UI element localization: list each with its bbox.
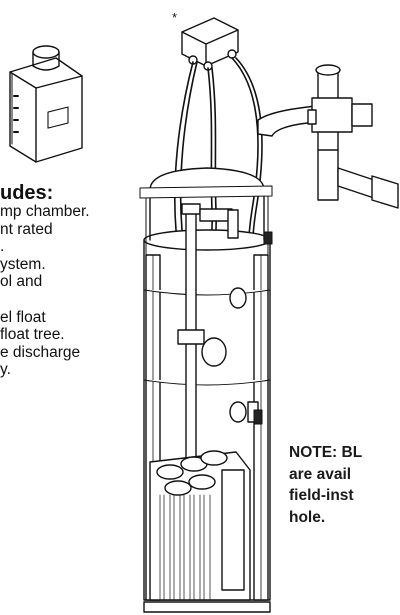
control-panel-icon: [9, 45, 83, 163]
list-item: e discharge: [0, 343, 81, 361]
list-item: nt rated: [0, 220, 53, 238]
list-item: ystem.: [0, 255, 46, 273]
filter-cartridges: [149, 450, 251, 601]
list-item: el float: [0, 308, 46, 326]
junction-box-icon: [181, 17, 239, 71]
discharge-pipe-icon: [257, 64, 399, 209]
note-block: NOTE: BL are avail field-inst hole.: [289, 442, 362, 528]
tank-straps: [139, 185, 273, 425]
list-item: y.: [0, 361, 11, 379]
list-item: mp chamber.: [0, 203, 90, 220]
internal-plumbing: [177, 203, 259, 461]
note-line: hole.: [289, 508, 326, 526]
note-line: field-inst: [289, 487, 354, 504]
includes-list: mp chamber. nt rated . ystem. ol and el …: [0, 203, 150, 379]
asterisk-marker: *: [172, 10, 178, 25]
list-item: [0, 291, 150, 309]
list-item: float tree.: [0, 326, 65, 344]
note-line: NOTE: BL: [289, 444, 363, 461]
list-item: ol and: [0, 273, 43, 291]
note-line: are avail: [289, 465, 352, 483]
includes-heading: udes:: [0, 182, 54, 204]
list-item: .: [0, 238, 5, 256]
